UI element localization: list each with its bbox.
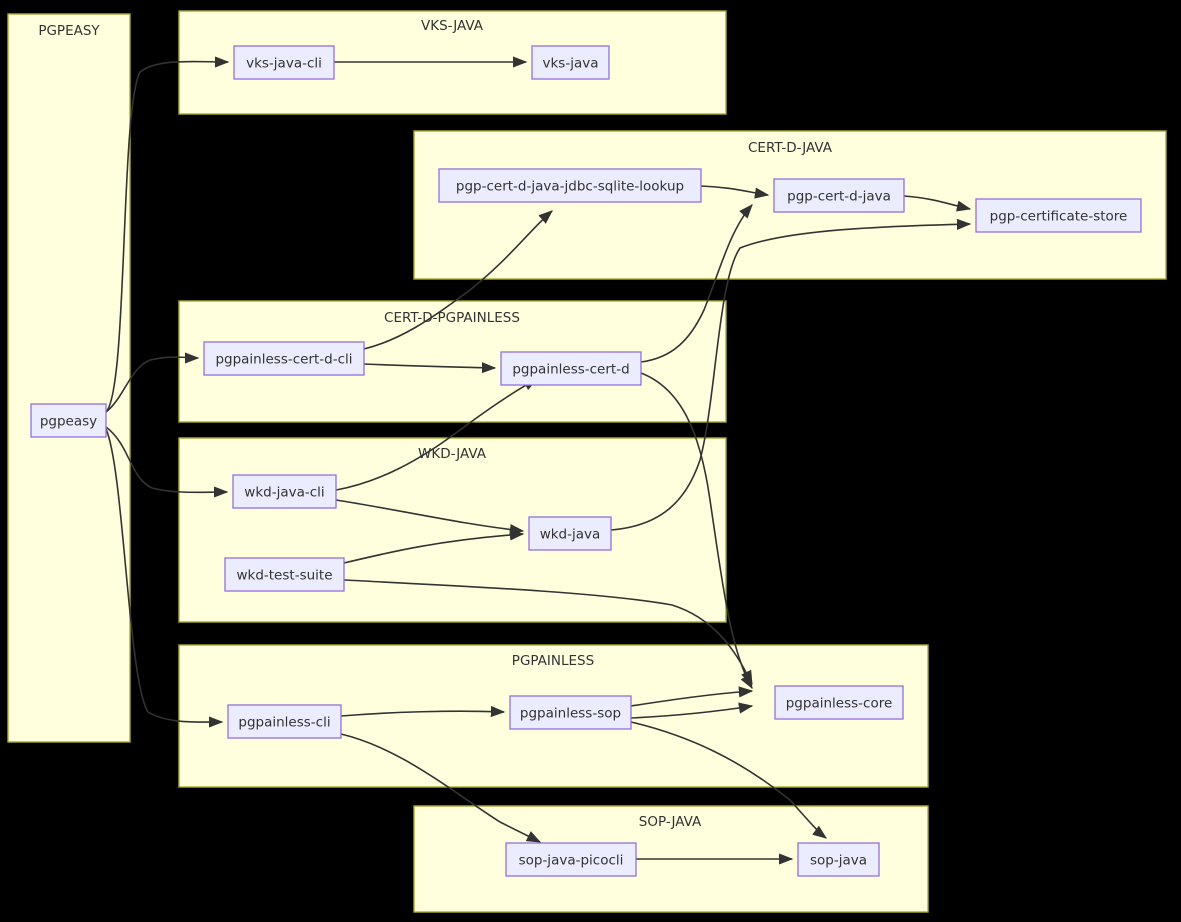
node-label: pgp-cert-d-java	[787, 189, 891, 205]
node-label: pgp-certificate-store	[990, 209, 1128, 225]
node-wkd-java[interactable]: wkd-java	[528, 516, 612, 551]
edge-pgpainless-sop-to-sop-java	[630, 721, 828, 839]
node-vks-java-cli[interactable]: vks-java-cli	[233, 45, 335, 80]
cluster-pgpeasy: PGPEASY	[7, 13, 131, 743]
node-box[interactable]	[774, 685, 904, 720]
node-sop-java-picocli[interactable]: sop-java-picocli	[505, 842, 637, 877]
node-box[interactable]	[797, 842, 880, 877]
node-box[interactable]	[528, 516, 612, 551]
node-pgpainless-cert-d-cli[interactable]: pgpainless-cert-d-cli	[203, 341, 365, 376]
node-box[interactable]	[30, 403, 107, 438]
node-box[interactable]	[505, 842, 637, 877]
node-wkd-java-cli[interactable]: wkd-java-cli	[232, 474, 337, 509]
node-wkd-test-suite[interactable]: wkd-test-suite	[224, 557, 345, 592]
cluster-label: PGPAINLESS	[512, 653, 594, 669]
edge-wkd-java-to-pgp-certificate-store	[610, 218, 972, 531]
edge-pgpainless-cert-d-cli-to-pgp-cert-d-java-jdbc-sqlite-lookup	[363, 210, 553, 350]
node-pgpainless-cli[interactable]: pgpainless-cli	[227, 704, 342, 739]
edge-pgpainless-cli-to-pgpainless-sop	[340, 705, 506, 718]
edge-wkd-java-cli-to-pgpainless-cert-d	[335, 378, 539, 491]
edge-wkd-test-suite-to-pgpainless-core	[343, 579, 753, 686]
edge-pgpeasy-to-wkd-java-cli	[105, 426, 229, 498]
edge-pgpainless-cert-d-to-pgpainless-core	[640, 372, 753, 690]
node-layer: pgpeasy vks-java-cli vks-java pgp-cert-d-ja…	[30, 45, 1142, 877]
cluster-box	[7, 13, 131, 743]
edge-wkd-test-suite-to-wkd-java	[343, 529, 525, 564]
node-pgp-cert-d-java[interactable]: pgp-cert-d-java	[773, 178, 905, 213]
node-box[interactable]	[509, 695, 632, 730]
edge-pgpainless-cli-to-sop-java-picocli	[340, 733, 542, 843]
edge-pgpeasy-to-pgpainless-cert-d-cli	[105, 352, 200, 413]
node-pgp-certificate-store[interactable]: pgp-certificate-store	[975, 198, 1142, 233]
node-box[interactable]	[773, 178, 905, 213]
node-box[interactable]	[233, 45, 335, 80]
node-label: sop-java-picocli	[519, 853, 624, 869]
node-label: pgpainless-core	[786, 696, 893, 712]
node-label: wkd-java	[540, 527, 601, 543]
node-box[interactable]	[438, 168, 702, 203]
node-box[interactable]	[227, 704, 342, 739]
edge-pgp-cert-d-java-to-pgp-certificate-store	[903, 195, 972, 212]
edge-pgpeasy-to-vks-java-cli	[105, 56, 230, 413]
cluster-label: VKS-JAVA	[421, 18, 484, 34]
node-label: pgpeasy	[40, 414, 97, 430]
node-label: pgp-cert-d-java-jdbc-sqlite-lookup	[456, 179, 684, 195]
node-label: pgpainless-sop	[520, 706, 621, 722]
cluster-layer: PGPEASY VKS-JAVA CERT-D-JAVA CERT-D-PGPAINL…	[7, 10, 1167, 913]
cluster-label: CERT-D-JAVA	[748, 140, 833, 156]
node-box[interactable]	[224, 557, 345, 592]
node-pgpainless-sop[interactable]: pgpainless-sop	[509, 695, 632, 730]
edge-pgp-cert-d-java-jdbc-sqlite-lookup-to-pgp-cert-d-java	[700, 185, 770, 199]
node-box[interactable]	[500, 351, 642, 386]
cluster-label: SOP-JAVA	[639, 814, 702, 830]
edge-pgpainless-cert-d-cli-to-pgpainless-cert-d	[363, 362, 497, 374]
cluster-label: PGPEASY	[38, 23, 100, 39]
node-label: pgpainless-cert-d-cli	[215, 352, 352, 368]
node-pgpeasy[interactable]: pgpeasy	[30, 403, 107, 438]
node-label: wkd-java-cli	[244, 485, 324, 501]
node-sop-java[interactable]: sop-java	[797, 842, 880, 877]
edge-pgpainless-cert-d-to-pgp-cert-d-java	[640, 204, 753, 363]
cluster-label: WKD-JAVA	[418, 446, 487, 462]
node-box[interactable]	[232, 474, 337, 509]
edge-layer	[105, 56, 972, 865]
node-label: vks-java	[543, 56, 599, 72]
node-box[interactable]	[531, 45, 610, 80]
node-pgp-cert-d-java-jdbc-sqlite-lookup[interactable]: pgp-cert-d-java-jdbc-sqlite-lookup	[438, 168, 702, 203]
node-label: pgpainless-cert-d	[512, 362, 629, 378]
cluster-label: CERT-D-PGPAINLESS	[384, 310, 520, 326]
edge-pgpeasy-to-pgpainless-cli	[105, 428, 224, 728]
node-box[interactable]	[203, 341, 365, 376]
edge-pgpainless-sop-to-pgpainless-core	[630, 702, 754, 719]
node-label: wkd-test-suite	[236, 568, 332, 584]
node-pgpainless-cert-d[interactable]: pgpainless-cert-d	[500, 351, 642, 386]
cluster-wkd-java: WKD-JAVA	[178, 437, 727, 623]
node-label: sop-java	[810, 853, 867, 869]
edge-pgpainless-sop-to-pgpainless-core	[630, 686, 754, 707]
node-vks-java[interactable]: vks-java	[531, 45, 610, 80]
node-label: pgpainless-cli	[238, 715, 330, 731]
cluster-box	[178, 437, 727, 623]
edge-wkd-java-cli-to-wkd-java	[335, 499, 525, 536]
node-box[interactable]	[975, 198, 1142, 233]
node-label: vks-java-cli	[246, 56, 322, 72]
node-pgpainless-core[interactable]: pgpainless-core	[774, 685, 904, 720]
